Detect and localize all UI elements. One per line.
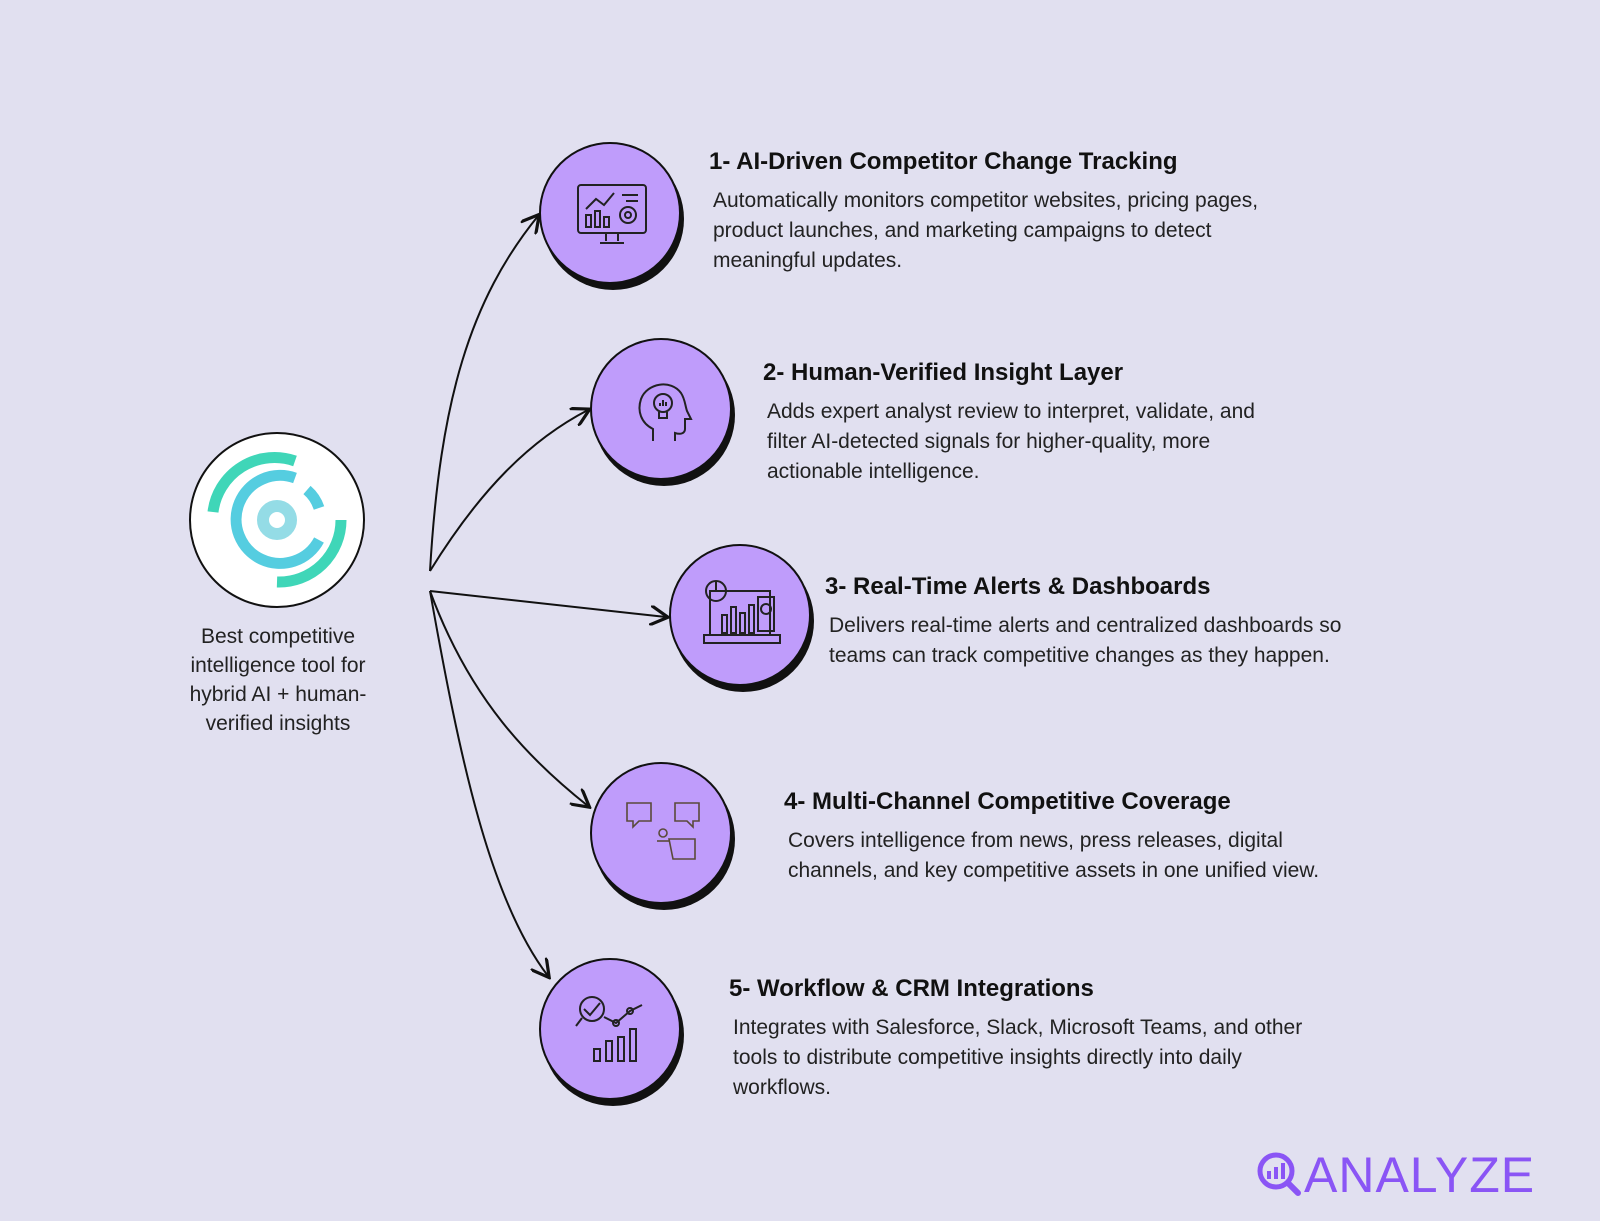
dashboard-laptop-icon <box>703 580 781 644</box>
target-rings-icon <box>207 452 347 588</box>
item-description: Adds expert analyst review to interpret,… <box>767 400 1255 483</box>
node-3 <box>669 544 811 686</box>
chat-bubbles-icon <box>626 802 700 860</box>
brand-name: ANALYZE <box>1304 1147 1536 1203</box>
arrow-1 <box>429 216 538 572</box>
arrow-3 <box>429 590 666 617</box>
node-5 <box>539 958 681 1100</box>
item-4: 4- Multi-Channel Competitive Coverage Co… <box>784 788 1444 886</box>
node-1 <box>539 142 681 284</box>
item-description: Integrates with Salesforce, Slack, Micro… <box>733 1016 1303 1099</box>
item-title: 3- Real-Time Alerts & Dashboards <box>825 573 1211 600</box>
item-title: 4- Multi-Channel Competitive Coverage <box>784 788 1231 815</box>
hub-caption: Best competitive intelligence tool for h… <box>189 625 367 735</box>
head-lightbulb-icon <box>638 383 693 441</box>
node-4 <box>590 762 732 904</box>
item-description: Covers intelligence from news, press rel… <box>788 829 1320 882</box>
item-1: 1- AI-Driven Competitor Change Tracking … <box>709 148 1369 276</box>
item-description: Delivers real-time alerts and centralize… <box>829 614 1342 667</box>
item-3: 3- Real-Time Alerts & Dashboards Deliver… <box>825 573 1485 671</box>
arrow-5 <box>429 590 548 976</box>
item-title: 5- Workflow & CRM Integrations <box>729 975 1094 1002</box>
arrow-2 <box>429 410 588 572</box>
item-title: 2- Human-Verified Insight Layer <box>763 359 1124 386</box>
node-2 <box>590 338 732 480</box>
item-5: 5- Workflow & CRM Integrations Integrate… <box>729 975 1389 1103</box>
monitor-analytics-gear-icon <box>577 184 647 244</box>
arrow-4 <box>429 590 588 806</box>
brand-logo: ANALYZE <box>1256 1146 1535 1204</box>
item-description: Automatically monitors competitor websit… <box>713 189 1259 272</box>
item-title: 1- AI-Driven Competitor Change Tracking <box>709 148 1178 175</box>
hub-logo <box>189 432 365 608</box>
search-chart-icon <box>575 996 643 1062</box>
magnifier-chart-icon <box>1257 1152 1301 1196</box>
item-2: 2- Human-Verified Insight Layer Adds exp… <box>763 359 1423 487</box>
